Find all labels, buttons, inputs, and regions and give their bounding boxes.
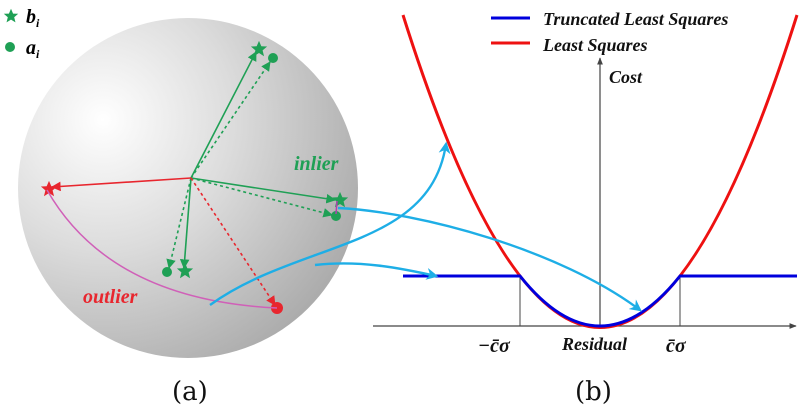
- mapping-arrows: [209, 141, 642, 312]
- unit-sphere: [18, 18, 358, 358]
- inlier-label: inlier: [294, 153, 339, 175]
- caption-b: (b): [575, 377, 612, 407]
- legend-a-label: ai: [26, 37, 40, 61]
- ls-legend-label: Least Squares: [542, 35, 648, 55]
- caption-a: (a): [172, 377, 208, 407]
- inlier-to-quadratic-arrow: [337, 206, 642, 312]
- tls-legend-label: Truncated Least Squares: [543, 9, 728, 29]
- star-icon: [3, 8, 19, 23]
- inlier-vectors: [166, 51, 336, 269]
- inlier-points: [162, 40, 349, 279]
- legend-b-label: bi: [26, 6, 40, 30]
- x-axis-label: Residual: [561, 334, 627, 354]
- outlier-to-ls-arrow: [209, 141, 451, 306]
- legend-a: bi ai: [3, 6, 40, 61]
- y-axis-label: Cost: [609, 67, 643, 87]
- tick-pos-label: c̄σ: [666, 335, 687, 357]
- tick-neg-label: −c̄σ: [478, 335, 511, 357]
- inlier-residual: [335, 200, 338, 215]
- legend-b: Truncated Least Squares Least Squares: [491, 9, 728, 55]
- truncated-least-squares-curve: [403, 274, 797, 328]
- dot-icon: [5, 42, 15, 52]
- outlier-label: outlier: [83, 286, 138, 308]
- panel-b: Truncated Least Squares Least Squares Co…: [373, 9, 799, 357]
- outlier-residual-arc: [46, 189, 278, 309]
- outlier-vectors: [40, 177, 283, 314]
- panel-a: bi ai inlie: [3, 6, 358, 358]
- outlier-to-tls-arrow: [314, 262, 439, 280]
